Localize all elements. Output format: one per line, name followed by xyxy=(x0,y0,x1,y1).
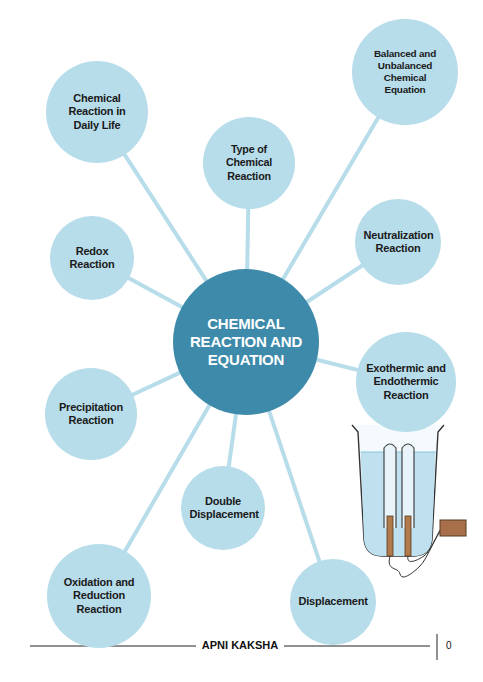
circle-fill xyxy=(203,117,295,209)
topic-label: Oxidation and Reduction Reaction xyxy=(58,576,141,616)
topic-circle: Neutralization Reaction xyxy=(355,199,441,285)
footer-divider xyxy=(437,634,438,660)
text-wrap: Balanced and Unbalanced Chemical Equatio… xyxy=(363,48,448,96)
branch-line xyxy=(124,153,208,282)
circle-fill xyxy=(173,269,319,415)
text-wrap: Redox Reaction xyxy=(59,245,126,272)
text-wrap: Type of Chemical Reaction xyxy=(212,143,286,182)
text-wrap: CHEMICAL REACTION AND EQUATION xyxy=(188,315,305,370)
central-title: CHEMICAL REACTION AND EQUATION xyxy=(188,315,305,370)
branch-line xyxy=(247,207,248,271)
topic-circle: Redox Reaction xyxy=(50,216,134,300)
electrolysis-beaker xyxy=(352,425,466,577)
topic-circle: Type of Chemical Reaction xyxy=(203,117,295,209)
topic-label: Chemical Reaction in Daily Life xyxy=(56,92,138,132)
circle-fill xyxy=(46,61,148,163)
branch-line xyxy=(228,412,236,468)
circle-fill xyxy=(45,368,137,460)
text-wrap: Displacement xyxy=(299,595,368,608)
circle-fill xyxy=(47,544,151,648)
topic-label: Balanced and Unbalanced Chemical Equatio… xyxy=(363,48,448,96)
text-wrap: Precipitation Reaction xyxy=(54,401,128,428)
topic-circle: Displacement xyxy=(290,559,376,645)
circle-fill xyxy=(355,199,441,285)
page-number: 0 xyxy=(446,640,452,651)
circle-fill xyxy=(352,19,458,125)
circle-fill xyxy=(181,466,265,550)
electrode xyxy=(405,516,411,556)
circle-fill xyxy=(356,332,456,432)
text-wrap: Oxidation and Reduction Reaction xyxy=(58,576,141,616)
topic-circle: Exothermic and Endothermic Reaction xyxy=(356,332,456,432)
circle-fill xyxy=(290,559,376,645)
text-wrap: Double Displacement xyxy=(190,495,257,522)
text-wrap: Neutralization Reaction xyxy=(364,229,433,256)
topic-label: Displacement xyxy=(299,595,368,608)
topic-circle: Precipitation Reaction xyxy=(45,368,137,460)
topic-circle: Oxidation and Reduction Reaction xyxy=(47,544,151,648)
wire xyxy=(408,532,440,561)
topic-label: Type of Chemical Reaction xyxy=(212,143,286,182)
electrode xyxy=(387,516,393,556)
topic-label: Neutralization Reaction xyxy=(364,229,433,256)
topic-circle: Double Displacement xyxy=(181,466,265,550)
test-tube xyxy=(384,444,396,528)
battery xyxy=(440,520,466,536)
central-circle: CHEMICAL REACTION AND EQUATION xyxy=(173,269,319,415)
beaker-outline xyxy=(352,425,444,556)
topic-circle: Balanced and Unbalanced Chemical Equatio… xyxy=(352,19,458,125)
beaker-water xyxy=(361,452,436,556)
text-wrap: Exothermic and Endothermic Reaction xyxy=(366,362,446,402)
branch-line xyxy=(269,409,320,563)
wire xyxy=(389,530,440,577)
test-tube xyxy=(402,444,414,528)
topic-label: Exothermic and Endothermic Reaction xyxy=(366,362,446,402)
topic-label: Precipitation Reaction xyxy=(54,401,128,428)
footer-brand: APNI KAKSHA xyxy=(196,639,284,651)
branch-line xyxy=(127,277,184,308)
text-wrap: Chemical Reaction in Daily Life xyxy=(56,92,138,132)
circle-fill xyxy=(50,216,134,300)
water-surface xyxy=(361,452,436,453)
topic-label: Double Displacement xyxy=(190,495,257,522)
branch-line xyxy=(131,372,182,396)
branch-line xyxy=(305,265,363,303)
topic-label: Redox Reaction xyxy=(59,245,126,272)
topic-circle: Chemical Reaction in Daily Life xyxy=(46,61,148,163)
branch-line xyxy=(315,359,360,370)
